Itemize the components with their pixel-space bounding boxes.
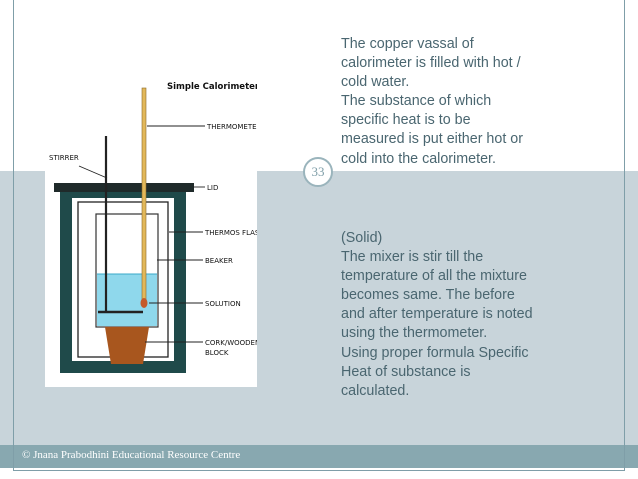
frame-right-line bbox=[624, 0, 625, 471]
bottom-line: temperature of all the mixture bbox=[341, 268, 527, 285]
label-block-line2: BLOCK bbox=[205, 349, 229, 357]
label-lid: LID bbox=[207, 184, 218, 192]
frame-left-line bbox=[13, 0, 14, 471]
bottom-line: (Solid) bbox=[341, 230, 383, 246]
top-line: measured is put either hot or bbox=[341, 131, 523, 148]
top-line: specific heat is to be bbox=[341, 112, 471, 129]
label-beaker: BEAKER bbox=[205, 257, 233, 265]
top-line: cold into the calorimeter. bbox=[341, 150, 496, 167]
bottom-line: becomes same. The before bbox=[341, 287, 515, 304]
bottom-line: Heat of substance is bbox=[341, 363, 471, 380]
diagram-title: Simple Calorimeter bbox=[167, 82, 257, 92]
label-block-line1: CORK/WOODEN bbox=[205, 339, 257, 347]
bottom-line: The mixer is stir till the bbox=[341, 249, 484, 266]
top-text-block: The copper vassal of calorimeter is fill… bbox=[341, 35, 581, 169]
label-thermos-flask: THERMOS FLASK bbox=[204, 229, 257, 237]
leader-stirrer bbox=[78, 165, 108, 179]
bottom-line: Using proper formula Specific bbox=[341, 344, 529, 361]
thermometer-bulb bbox=[140, 298, 148, 308]
frame-bottom-line bbox=[13, 470, 625, 471]
top-line: cold water. bbox=[341, 74, 410, 91]
page-number-badge: 33 bbox=[303, 157, 333, 187]
top-line: The copper vassal of bbox=[341, 36, 474, 52]
thermometer bbox=[141, 87, 147, 301]
calorimeter-diagram: Simple Calorimeter THERMOMETER STIRRER L… bbox=[45, 74, 257, 387]
label-solution: SOLUTION bbox=[205, 300, 241, 308]
top-line: calorimeter is filled with hot / bbox=[341, 55, 521, 72]
label-stirrer: STIRRER bbox=[49, 154, 79, 162]
bottom-line: and after temperature is noted bbox=[341, 306, 533, 323]
bottom-line: using the thermometer. bbox=[341, 325, 488, 342]
footer-bar bbox=[0, 445, 638, 468]
bottom-text-block: (Solid) The mixer is stir till the tempe… bbox=[341, 229, 581, 401]
calorimeter-svg: Simple Calorimeter THERMOMETER STIRRER L… bbox=[49, 82, 257, 373]
lid bbox=[54, 183, 194, 192]
cork-block bbox=[105, 327, 149, 364]
label-thermometer: THERMOMETER bbox=[206, 123, 257, 131]
top-line: The substance of which bbox=[341, 93, 492, 110]
bottom-line: calculated. bbox=[341, 382, 410, 399]
footer-copyright: © Jnana Prabodhini Educational Resource … bbox=[22, 449, 241, 461]
